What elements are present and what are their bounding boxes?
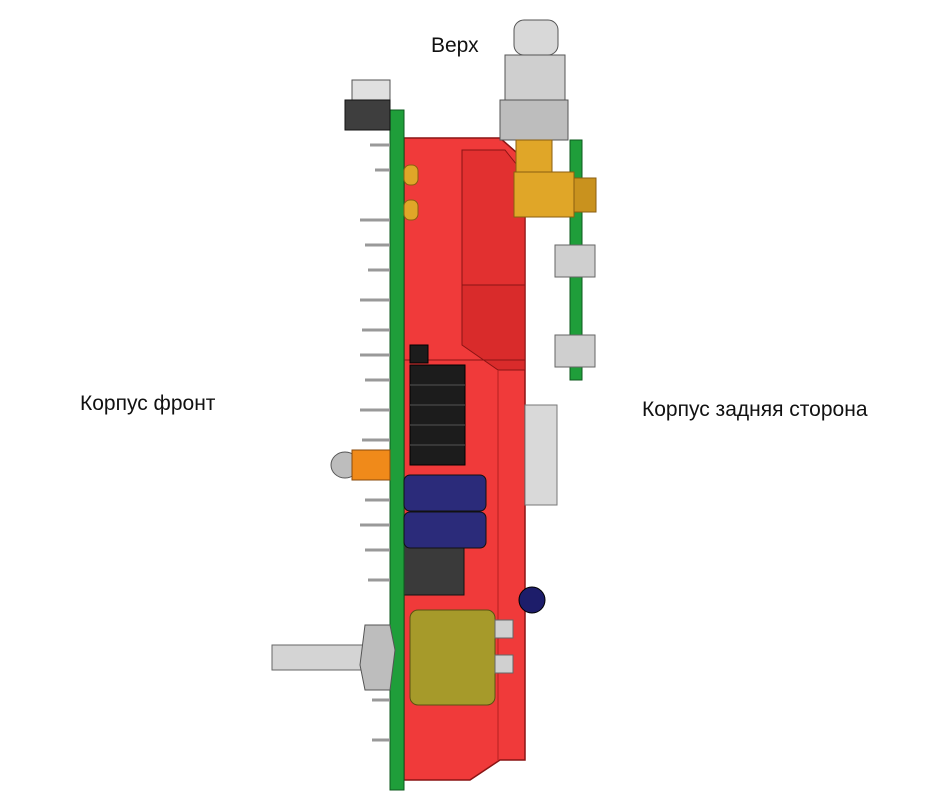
front-pcb — [389, 109, 405, 791]
potentiometer — [409, 609, 514, 706]
top-left-connector — [344, 79, 391, 131]
label-top: Верх — [431, 34, 479, 57]
rear-standoff-2 — [554, 334, 596, 368]
front-orange-parts — [403, 164, 419, 221]
led — [330, 449, 391, 481]
label-front: Корпус фронт — [80, 392, 216, 415]
rear-connector — [524, 404, 558, 506]
ic-stack — [409, 344, 466, 466]
rear-round-part — [518, 586, 546, 614]
black-block — [403, 544, 465, 596]
capacitors — [403, 474, 487, 549]
label-rear: Корпус задняя сторона — [642, 398, 868, 421]
pot-shaft — [271, 624, 396, 691]
rear-standoff-1 — [554, 244, 596, 278]
sma-connector — [499, 19, 597, 218]
front-pins — [360, 143, 390, 742]
